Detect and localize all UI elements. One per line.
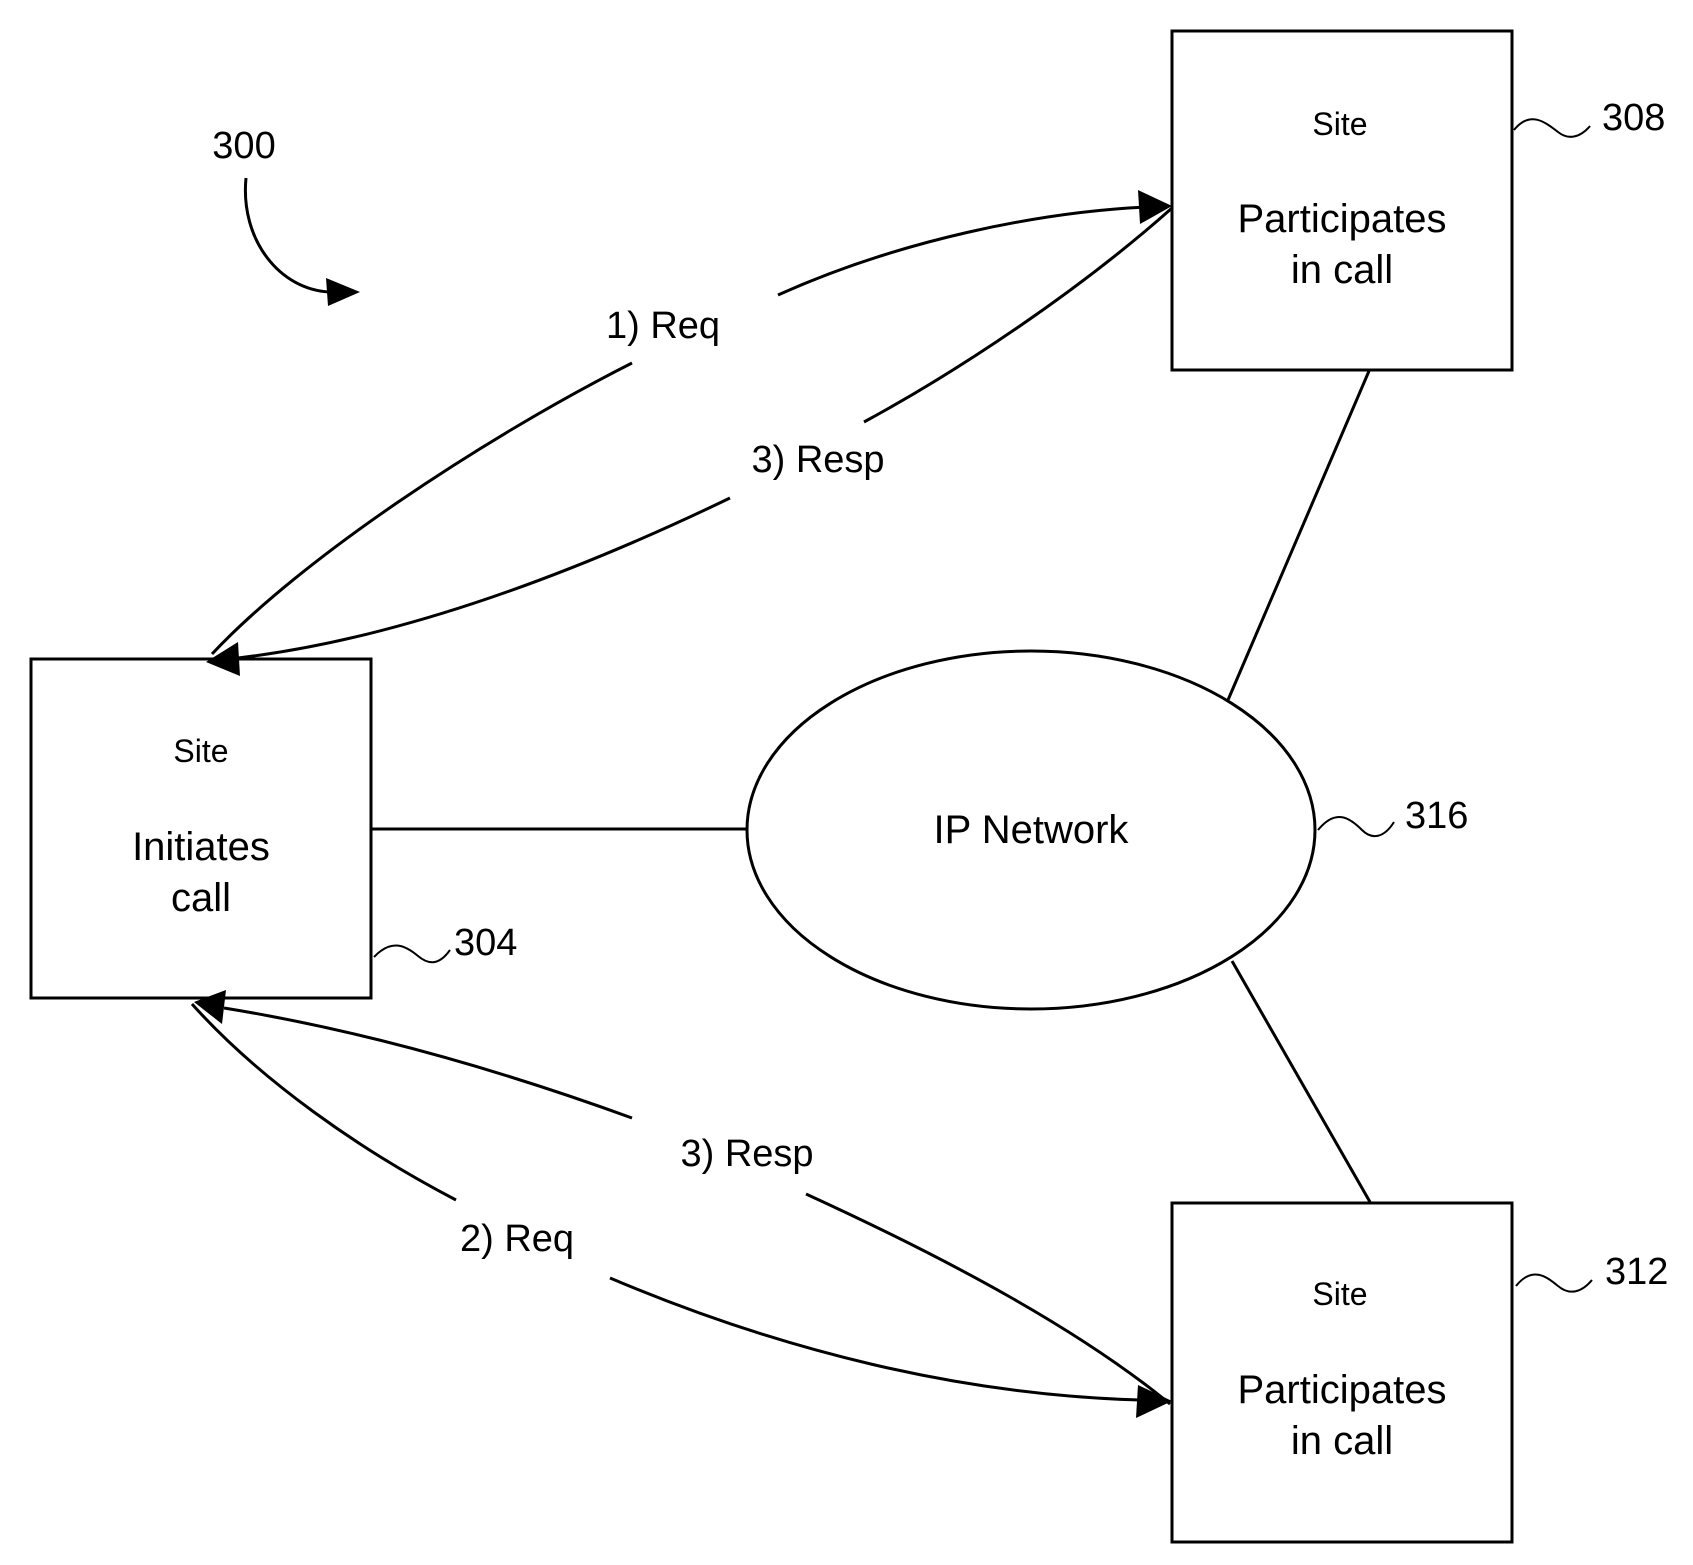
resp-bottom-label: 3) Resp [680,1133,813,1175]
ref-316-label: 316 [1405,795,1468,837]
ref-312-leader [1516,1274,1592,1291]
site-initiator-role-line1: Initiates [132,825,270,869]
figure-ref-label: 300 [212,125,275,167]
site-initiator-role-line2: call [171,876,231,920]
site-initiator-kind: Site [173,733,228,769]
site-participant-top-role-line1: Participates [1238,197,1447,241]
site-participant-bottom-kind: Site [1312,1276,1367,1312]
req1-arc-upper [778,207,1146,295]
ref-304-leader [374,945,450,962]
ip-network-label: IP Network [934,808,1130,852]
req1-arc-lower [212,363,632,654]
site-participant-bottom: Site Participates in call [1172,1203,1512,1542]
resp-top-arc-lower [238,498,730,658]
resp-bottom-arc-upper [224,1008,632,1118]
req2-arc-lower [610,1278,1140,1400]
ip-network: IP Network [747,651,1315,1009]
ref-308-label: 308 [1602,97,1665,139]
link-top-participant-network [1228,371,1369,700]
site-participant-top-role-line2: in call [1291,248,1393,292]
resp-bottom-arc-lower [806,1194,1170,1404]
figure-pointer-curve [245,178,330,292]
ref-304-label: 304 [454,922,517,964]
resp-top-arc-upper [864,208,1172,422]
req2-arc-upper [192,1004,456,1200]
req1-label: 1) Req [606,305,720,347]
site-participant-top: Site Participates in call [1172,31,1512,370]
site-participant-top-kind: Site [1312,106,1367,142]
req1-arrowhead-top [1138,190,1172,224]
link-bottom-participant-network [1232,961,1370,1202]
site-initiator: Site Initiates call [31,659,371,998]
ref-312-label: 312 [1605,1251,1668,1293]
resp-top-label: 3) Resp [751,439,884,481]
figure-pointer-arrowhead [326,278,360,306]
site-participant-bottom-role-line1: Participates [1238,1368,1447,1412]
site-participant-bottom-role-line2: in call [1291,1419,1393,1463]
ref-308-leader [1514,119,1590,137]
ref-316-leader [1318,817,1394,836]
req2-label: 2) Req [460,1218,574,1260]
